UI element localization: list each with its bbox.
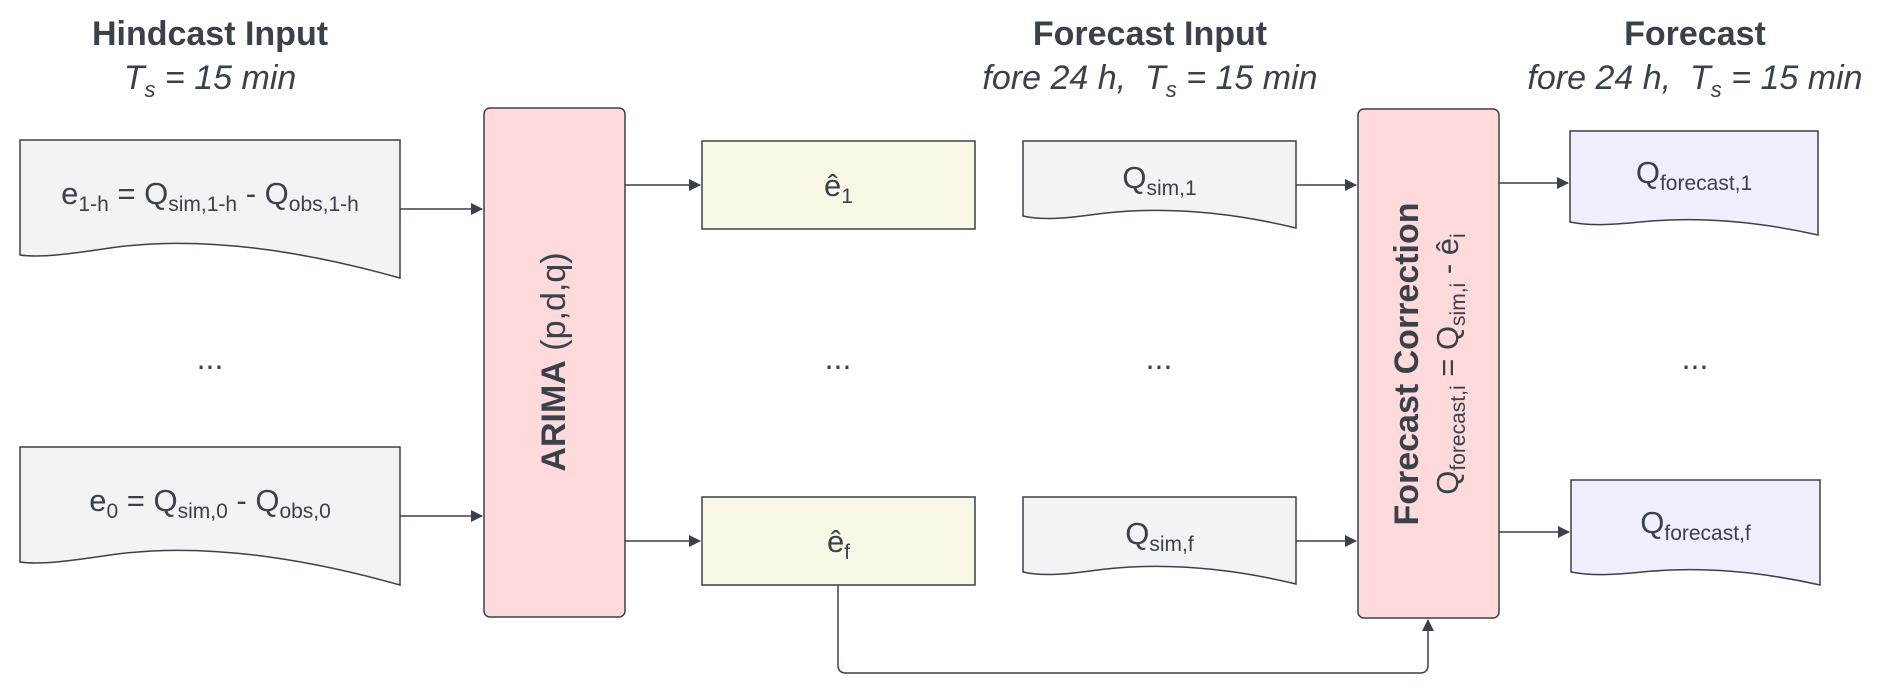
ts-value: = 15 min bbox=[155, 59, 297, 97]
q-sim-subscript: sim,1-h bbox=[168, 193, 238, 217]
q-symbol: Q bbox=[1122, 160, 1147, 195]
q-symbol: Q bbox=[1640, 505, 1665, 540]
sim-doc-f-shape bbox=[1022, 496, 1297, 585]
forecast-input-horizon: fore 24 h, Ts = 15 min bbox=[960, 56, 1340, 112]
ts-subscript: s bbox=[1165, 76, 1177, 102]
hindcast-doc-1-label: e1-h = Qsim,1-h - Qobs,1-h bbox=[20, 176, 400, 217]
q-sim-subscript: sim,0 bbox=[177, 500, 228, 524]
forecast-doc-f-label: Qforecast,f bbox=[1571, 505, 1820, 546]
arrow-ef-to-correction bbox=[837, 585, 1434, 674]
forecast-input-header: Forecast Input fore 24 h, Ts = 15 min bbox=[960, 12, 1340, 112]
arima-block-shape bbox=[483, 107, 626, 618]
hindcast-sampling: Ts = 15 min bbox=[40, 56, 380, 112]
correction-block-shape bbox=[1357, 108, 1500, 619]
forecast-horizon: fore 24 h, Ts = 15 min bbox=[1510, 56, 1880, 112]
q-subscript: forecast,f bbox=[1664, 522, 1751, 546]
correction-title: Forecast Correction bbox=[1388, 202, 1426, 526]
minus-text: - Q bbox=[237, 176, 289, 211]
eq-text: = Q bbox=[1430, 325, 1465, 386]
forecast-ellipsis: ... bbox=[1681, 340, 1709, 376]
forecast-header: Forecast fore 24 h, Ts = 15 min bbox=[1510, 12, 1880, 112]
sim-doc-1-label: Qsim,1 bbox=[1023, 160, 1296, 201]
ts-value: = 15 min bbox=[1721, 59, 1863, 97]
eq-text: = Q bbox=[108, 176, 169, 211]
q-symbol: Q bbox=[1125, 516, 1150, 551]
hindcast-doc-0-label: e0 = Qsim,0 - Qobs,0 bbox=[20, 483, 400, 524]
error-box-1-shape bbox=[701, 140, 976, 230]
arima-label: ARIMA (p,d,q) bbox=[534, 132, 574, 592]
error-box-1-label: ê1 bbox=[702, 168, 975, 209]
ts-subscript: s bbox=[1710, 76, 1722, 102]
e-symbol: e bbox=[61, 176, 79, 211]
hindcast-doc-0-shape bbox=[19, 446, 401, 586]
q-obs-subscript: obs,0 bbox=[279, 500, 331, 524]
arima-name: ARIMA bbox=[535, 360, 573, 472]
forecast-doc-1-label: Qforecast,1 bbox=[1570, 155, 1818, 196]
ts-subscript: s bbox=[144, 76, 156, 102]
e-hat-subscript: 1 bbox=[841, 185, 853, 209]
correction-label: Forecast Correction Qforecast,i = Qsim,i… bbox=[1386, 114, 1470, 614]
q-subscript: forecast,1 bbox=[1659, 172, 1753, 196]
hindcast-ellipsis: ... bbox=[196, 340, 224, 376]
forecast-input-title: Forecast Input bbox=[1032, 15, 1268, 53]
q-subscript: sim,1 bbox=[1146, 177, 1197, 201]
e-hat-subscript: i bbox=[1447, 233, 1471, 238]
error-box-f-shape bbox=[701, 496, 976, 586]
e-hat-symbol: ê bbox=[824, 168, 842, 203]
forecast-title: Forecast bbox=[1624, 15, 1766, 53]
q-symbol: Q bbox=[1430, 470, 1465, 495]
q-forecast-subscript: forecast,i bbox=[1447, 385, 1471, 471]
eq-text: = Q bbox=[118, 483, 178, 518]
sim-ellipsis: ... bbox=[1145, 340, 1173, 376]
q-subscript: sim,f bbox=[1149, 533, 1194, 557]
e-symbol: e bbox=[89, 483, 107, 518]
e-hat-symbol: ê bbox=[826, 524, 845, 559]
error-box-f-label: êf bbox=[702, 524, 975, 565]
sim-doc-1-shape bbox=[1022, 140, 1297, 229]
ts-value: = 15 min bbox=[1176, 59, 1318, 97]
horizon-text: fore 24 h, bbox=[982, 59, 1127, 97]
hindcast-title: Hindcast Input bbox=[91, 15, 329, 53]
hindcast-doc-1-shape bbox=[19, 139, 401, 279]
minus-text: - Q bbox=[227, 483, 280, 518]
q-symbol: Q bbox=[1635, 155, 1660, 190]
e-hat-subscript: f bbox=[844, 541, 851, 565]
correction-formula: Qforecast,i = Qsim,i - êi bbox=[1428, 114, 1479, 614]
ts-symbol: T bbox=[123, 59, 145, 97]
e-subscript: 1-h bbox=[78, 193, 109, 217]
minus-text: - ê bbox=[1430, 237, 1465, 283]
q-obs-subscript: obs,1-h bbox=[288, 193, 359, 217]
e-subscript: 0 bbox=[106, 500, 119, 524]
horizon-text: fore 24 h, bbox=[1527, 59, 1672, 97]
ts-symbol: T bbox=[1144, 59, 1166, 97]
forecast-doc-1-shape bbox=[1569, 130, 1819, 236]
arima-params: (p,d,q) bbox=[535, 252, 573, 361]
q-sim-subscript: sim,i bbox=[1447, 282, 1471, 326]
error-ellipsis: ... bbox=[824, 340, 852, 376]
forecast-doc-f-shape bbox=[1570, 479, 1821, 586]
hindcast-header: Hindcast Input Ts = 15 min bbox=[40, 12, 380, 112]
sim-doc-f-label: Qsim,f bbox=[1023, 516, 1296, 557]
ts-symbol: T bbox=[1689, 59, 1711, 97]
